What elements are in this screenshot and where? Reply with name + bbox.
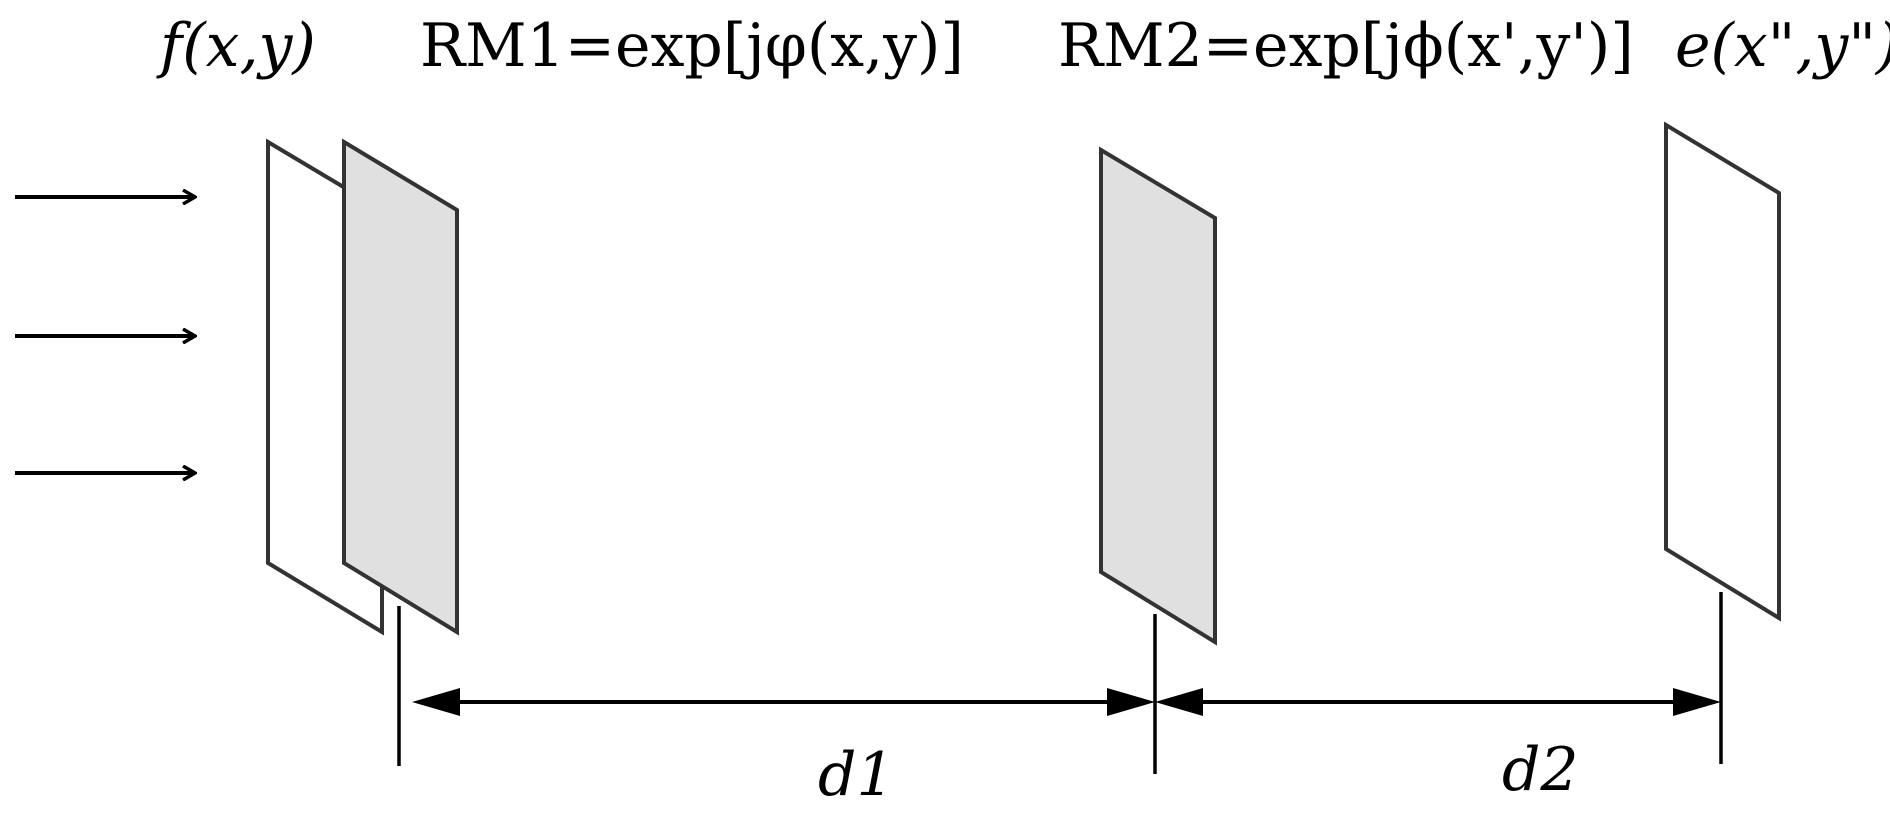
incident-light-arrows xyxy=(15,197,195,473)
arrowhead-d1-left xyxy=(412,688,460,716)
input-plane-label: f(x,y) xyxy=(156,11,316,81)
random-mask-2-label: RM2=exp[jϕ(x',y')] xyxy=(1058,11,1634,81)
distance-label-d2: d2 xyxy=(1502,735,1579,805)
output-plane-label: e(x",y") xyxy=(1675,11,1890,81)
distance-arrow-d2 xyxy=(1155,688,1721,716)
distance-arrow-d1 xyxy=(412,688,1155,716)
arrowhead-d2-right xyxy=(1673,688,1721,716)
random-mask-1 xyxy=(342,138,459,636)
output-plane xyxy=(1664,121,1781,622)
random-mask-1-label: RM1=exp[jφ(x,y)] xyxy=(420,11,964,81)
distance-label-d1: d1 xyxy=(818,740,895,810)
random-mask-2 xyxy=(1099,146,1217,646)
arrowhead-d1-right xyxy=(1107,688,1155,716)
arrowhead-d2-left xyxy=(1155,688,1203,716)
